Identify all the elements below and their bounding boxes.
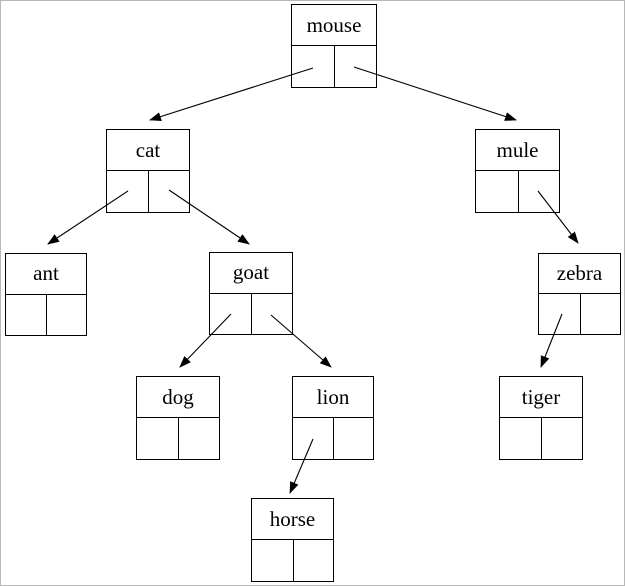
node-pointer-cells — [500, 418, 582, 459]
node-pointer-cells — [210, 293, 292, 335]
tree-node-mouse: mouse — [291, 4, 377, 88]
node-label: cat — [107, 130, 189, 171]
left-pointer-cell — [210, 294, 251, 335]
left-pointer-cell — [539, 294, 580, 334]
tree-node-tiger: tiger — [499, 376, 583, 460]
node-label: mouse — [292, 5, 376, 46]
left-pointer-cell — [252, 540, 293, 581]
node-label: ant — [6, 254, 86, 295]
left-pointer-cell — [476, 171, 518, 212]
node-pointer-cells — [539, 294, 620, 334]
right-pointer-cell — [333, 418, 373, 459]
right-pointer-cell — [251, 293, 292, 334]
node-pointer-cells — [476, 171, 559, 212]
tree-node-dog: dog — [136, 376, 220, 460]
node-pointer-cells — [107, 171, 189, 212]
right-pointer-cell — [579, 294, 621, 334]
node-label: tiger — [500, 377, 582, 418]
right-pointer-cell — [541, 418, 582, 459]
node-label: goat — [210, 253, 292, 294]
right-pointer-cell — [148, 171, 189, 212]
node-pointer-cells — [292, 46, 376, 87]
tree-node-mule: mule — [475, 129, 560, 213]
node-label: zebra — [539, 254, 620, 294]
left-pointer-cell — [293, 418, 333, 459]
node-label: horse — [252, 499, 333, 540]
right-pointer-cell — [178, 418, 219, 459]
node-pointer-cells — [293, 418, 373, 459]
tree-node-lion: lion — [292, 376, 374, 460]
left-pointer-cell — [292, 46, 334, 87]
tree-node-zebra: zebra — [538, 253, 621, 335]
tree-node-ant: ant — [5, 253, 87, 336]
right-pointer-cell — [334, 46, 376, 87]
node-pointer-cells — [252, 540, 333, 581]
tree-node-horse: horse — [251, 498, 334, 582]
node-label: lion — [293, 377, 373, 418]
node-label: mule — [476, 130, 559, 171]
node-pointer-cells — [6, 294, 86, 336]
right-pointer-cell — [292, 540, 334, 581]
left-pointer-cell — [107, 171, 148, 212]
left-pointer-cell — [6, 295, 46, 336]
tree-node-goat: goat — [209, 252, 293, 335]
right-pointer-cell — [46, 294, 86, 335]
left-pointer-cell — [500, 418, 541, 459]
node-pointer-cells — [137, 418, 219, 459]
right-pointer-cell — [517, 171, 560, 212]
tree-node-cat: cat — [106, 129, 190, 213]
left-pointer-cell — [137, 418, 178, 459]
node-label: dog — [137, 377, 219, 418]
